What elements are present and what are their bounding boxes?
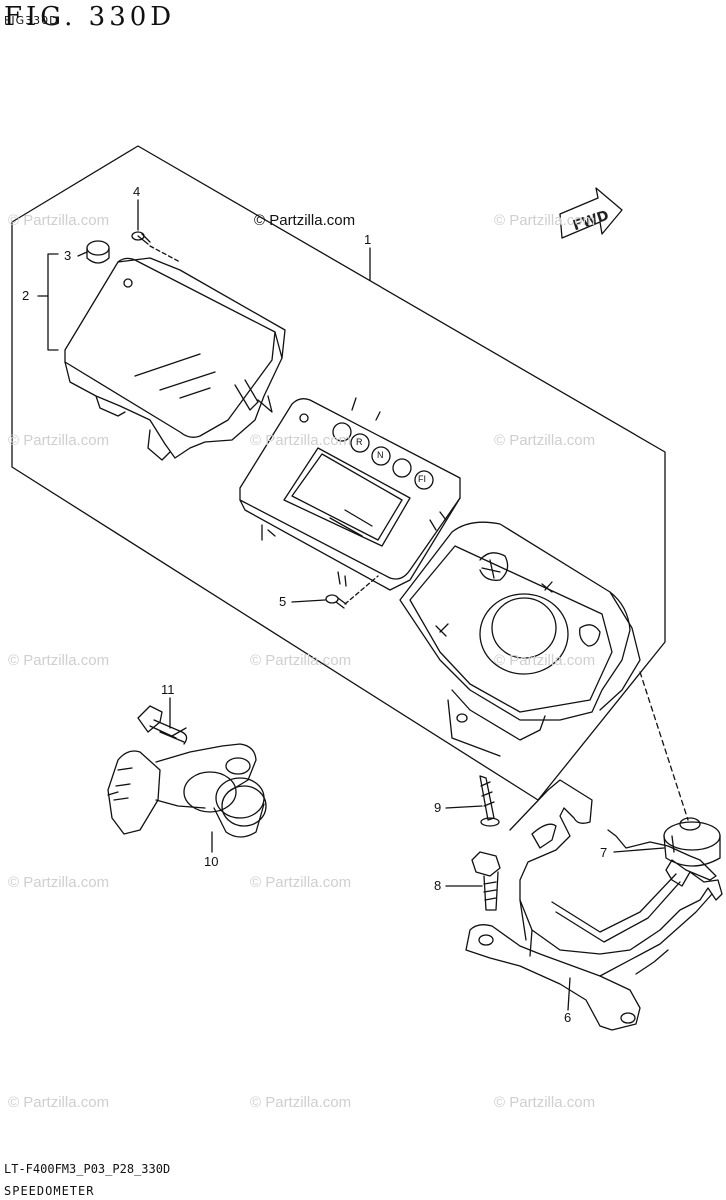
bracket-part-6 <box>465 779 723 1031</box>
figure-title: FIG. 330D <box>4 2 176 32</box>
callout-5: 5 <box>279 594 287 609</box>
callout-4: 4 <box>133 184 141 199</box>
watermark: © Partzilla.com <box>494 1094 596 1111</box>
watermark: © Partzilla.com <box>494 652 596 669</box>
callout-1: 1 <box>364 232 372 247</box>
watermark: © Partzilla.com <box>250 1094 352 1111</box>
watermark: © Partzilla.com <box>494 432 596 449</box>
leader-5 <box>291 599 326 603</box>
callout-10: 10 <box>204 854 219 869</box>
leader-9 <box>445 805 483 809</box>
grommet-part-7 <box>663 817 721 867</box>
watermark: © Partzilla.com <box>8 432 110 449</box>
callout-6: 6 <box>564 1010 572 1025</box>
meter-cover-part-2 <box>64 257 286 461</box>
screw-part-4 <box>131 231 151 245</box>
figure-subtitle: FIG330D <box>4 14 59 27</box>
screw-part-9 <box>479 775 500 827</box>
footer-code: LT-F400FM3_P03_P28_330D <box>4 1162 171 1176</box>
indicator-fi: FI <box>418 474 426 484</box>
leader-7 <box>613 847 665 853</box>
indicator-r: R <box>356 437 363 447</box>
bolt-part-8 <box>471 851 501 911</box>
leader-6 <box>567 977 571 1011</box>
watermark: © Partzilla.com <box>250 874 352 891</box>
screw-part-5 <box>325 594 347 609</box>
watermark: © Partzilla.com <box>494 212 596 229</box>
callout-7: 7 <box>600 845 608 860</box>
speed-sensor-part-10 <box>107 743 267 838</box>
leader-dashed-b <box>344 575 379 605</box>
callout-8: 8 <box>434 878 442 893</box>
watermark: © Partzilla.com <box>8 874 110 891</box>
watermark: © Partzilla.com <box>8 1094 110 1111</box>
callout-9: 9 <box>434 800 442 815</box>
callout-2: 2 <box>22 288 30 303</box>
indicator-panel <box>239 397 461 591</box>
leader-dashed-c <box>639 671 689 821</box>
callout-11: 11 <box>161 682 175 697</box>
assembly-boundary <box>11 145 666 801</box>
bolt-part-11 <box>137 705 188 745</box>
leader-2-bracket <box>37 253 59 351</box>
watermark: © Partzilla.com <box>250 652 352 669</box>
indicator-n: N <box>377 450 384 460</box>
callout-3: 3 <box>64 248 72 263</box>
footer-name: SPEEDOMETER <box>4 1184 95 1198</box>
watermark: © Partzilla.com <box>250 432 352 449</box>
watermark: © Partzilla.com <box>8 212 110 229</box>
cap-part-3 <box>86 240 110 264</box>
fwd-arrow <box>559 187 623 239</box>
leader-dashed-a <box>149 245 181 263</box>
meter-housing <box>399 521 641 757</box>
watermark: © Partzilla.com <box>8 652 110 669</box>
copyright-label: © Partzilla.com <box>254 212 356 229</box>
leader-3 <box>77 251 88 257</box>
